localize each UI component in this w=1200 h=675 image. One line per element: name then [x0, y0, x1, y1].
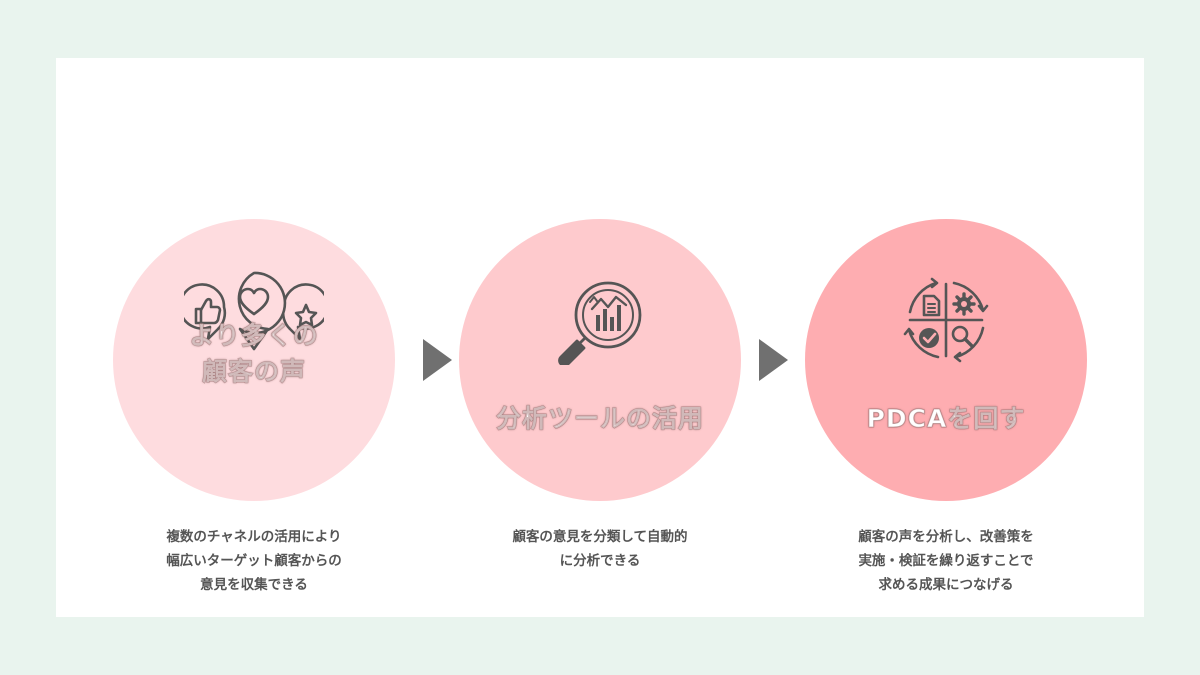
- description-line: 複数のチャネルの活用により: [166, 529, 342, 545]
- next-arrow-icon: [759, 339, 788, 381]
- description-line: 顧客の声を分析し、改善策を: [858, 529, 1034, 545]
- next-arrow-icon: [423, 339, 452, 381]
- step-circle: [459, 219, 741, 501]
- description-line: 実施・検証を繰り返すことで: [858, 553, 1034, 569]
- step-description: 顧客の意見を分類して自動的 に分析できる: [439, 525, 761, 573]
- step-circle: [113, 219, 395, 501]
- magnifier-chart-icon: [552, 279, 648, 369]
- description-line: に分析できる: [559, 553, 641, 569]
- step-description: 顧客の声を分析し、改善策を 実施・検証を繰り返すことで 求める成果につなげる: [785, 525, 1107, 597]
- step-title: より多くの 顧客の声: [113, 318, 395, 390]
- description-line: 求める成果につなげる: [878, 577, 1014, 593]
- step-title: PDCAを回す: [805, 401, 1087, 437]
- step-title: 分析ツールの活用: [459, 401, 741, 437]
- step-title-line: より多くの: [189, 321, 319, 351]
- step-circle: [805, 219, 1087, 501]
- description-line: 顧客の意見を分類して自動的: [512, 529, 688, 545]
- content-card: より多くの 顧客の声 複数のチャネルの活用により 幅広いターゲット顧客からの 意…: [56, 58, 1144, 617]
- description-line: 意見を収集できる: [200, 577, 308, 593]
- step-description: 複数のチャネルの活用により 幅広いターゲット顧客からの 意見を収集できる: [93, 525, 415, 597]
- pdca-cycle-icon: [896, 270, 996, 374]
- description-line: 幅広いターゲット顧客からの: [166, 553, 342, 569]
- step-title-line: PDCAを回す: [866, 404, 1026, 434]
- step-title-line: 分析ツールの活用: [495, 404, 704, 434]
- step-title-line: 顧客の声: [201, 357, 306, 387]
